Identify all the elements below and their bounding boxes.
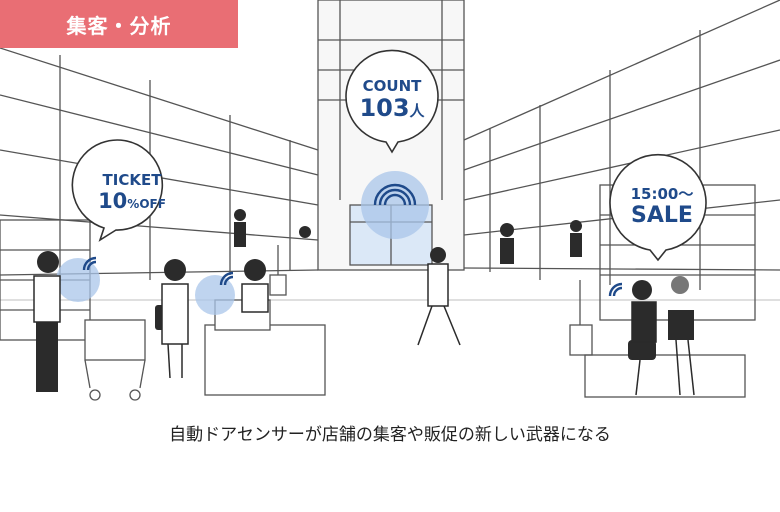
count-bubble: COUNT 103人	[346, 77, 438, 123]
caption-text: 自動ドアセンサーが店舗の集客や販促の新しい武器になる	[169, 425, 611, 445]
ticket-label: TICKET	[102, 171, 162, 189]
count-value-row: 103人	[346, 94, 438, 123]
count-label: COUNT	[362, 77, 422, 95]
ticket-value-row: 10%OFF	[84, 189, 180, 213]
count-number: 103	[359, 94, 410, 123]
ticket-unit: %OFF	[127, 197, 166, 212]
sale-label: SALE	[631, 203, 693, 229]
category-tag: 集客・分析	[0, 0, 238, 48]
count-unit: 人	[409, 102, 425, 121]
sale-time: 15:00～	[630, 185, 694, 203]
sale-bubble: 15:00～ SALE	[612, 185, 712, 229]
mall-scene-illustration	[0, 0, 780, 401]
ticket-number: 10	[98, 189, 128, 214]
ticket-bubble: TICKET 10%OFF	[84, 171, 180, 213]
